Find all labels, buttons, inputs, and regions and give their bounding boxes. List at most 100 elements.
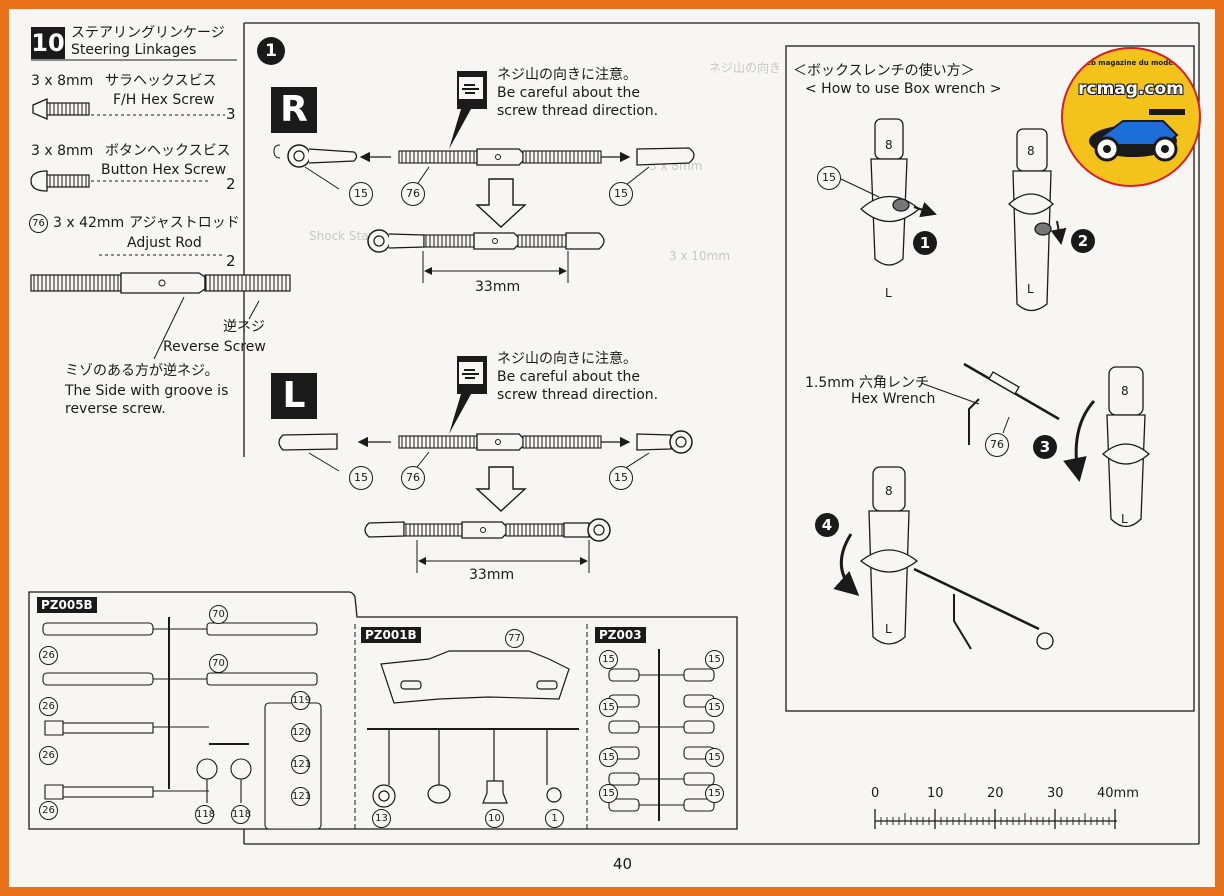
part-button-name-en: Button Hex Screw [101,162,227,178]
pz005b-num: 121 [291,755,311,774]
l-caution-jp: ネジ山の向きに注意。 [497,351,637,367]
part-rod-name-jp: アジャストロッド [129,215,240,231]
r-caution-en-2: screw thread direction. [497,103,659,119]
wrench-title-en: < How to use Box wrench > [805,81,1002,97]
wrench-mark-8-a: 8 [885,138,893,152]
pz005b-num: 118 [231,805,251,824]
part-rod-ref: 76 [29,214,48,233]
part-rod-qty: 2 [226,252,236,270]
box-wrench-step2 [1008,128,1067,312]
l-rod-ref: 76 [401,466,425,490]
substep-marker: 1 [257,37,285,65]
wrench-step-1-marker: 1 [913,231,937,255]
r-length-label: 33mm [475,279,521,295]
pz003-num: 15 [599,650,618,669]
wrench-mark-l-d: L [885,622,892,636]
pz003-num: 15 [705,748,724,767]
part-rod-name-en: Adjust Rod [127,235,202,251]
box-wrench-step4 [833,466,1054,650]
l-explode-drawing [278,430,693,573]
reverse-label-en: Reverse Screw [163,339,266,355]
wrench-mark-8-c: 8 [1121,384,1129,398]
l-part-right-ref: 15 [609,466,633,490]
wrench-part-76-ref: 76 [985,433,1009,457]
scale-tick-label: 0 [871,786,880,801]
pz005b-num: 26 [39,746,58,765]
wrench-mark-8-d: 8 [885,484,893,498]
wrench-mark-8-b: 8 [1027,144,1035,158]
pz001b-parts [367,650,579,808]
wrench-step-3-marker: 3 [1033,435,1057,459]
l-part-left-ref: 15 [349,466,373,490]
wrench-title-jp: ＜ボックスレンチの使い方＞ [793,63,975,79]
caution-callout-l [449,356,487,434]
part-button-spec: 3 x 8mm [31,143,94,159]
hex-wrench-label-en: Hex Wrench [851,391,936,407]
pz005b-num: 120 [291,723,311,742]
pz005b-num: 119 [291,691,311,710]
pz005b-num: 70 [209,605,228,624]
wrench-mark-l-b: L [1027,282,1034,296]
r-part-right-ref: 15 [609,182,633,206]
r-rod-ref: 76 [401,182,425,206]
scale-tick-label: 10 [927,786,944,801]
pz003-parts [608,649,715,821]
pz003-num: 15 [599,784,618,803]
pz001b-num: 10 [485,809,504,828]
rcmag-logo: rcmag.com Le web magazine du modélisme [1061,47,1201,187]
pz005b-num: 26 [39,646,58,665]
caution-callout-r [449,71,487,149]
part-fh-name-jp: サラヘックスビス [105,73,217,89]
l-length-label: 33mm [469,567,515,583]
r-part-left-ref: 15 [349,182,373,206]
part-fh-name-en: F/H Hex Screw [113,92,215,108]
wrench-mark-l-c: L [1121,512,1128,526]
pz003-num: 15 [599,748,618,767]
reverse-label-jp: 逆ネジ [223,319,265,335]
wrench-mark-l-a: L [885,286,892,300]
pz005b-num: 70 [209,654,228,673]
adjust-rod-drawing [30,272,291,360]
part-fh-qty: 3 [226,105,236,123]
rcmag-tagline: Le web magazine du modélisme [1068,59,1194,67]
pz003-num: 15 [599,698,618,717]
rc-car-icon [1089,109,1185,162]
l-caution-en-1: Be careful about the [497,369,640,385]
pz005b-num: 118 [195,805,215,824]
step-number-badge: 10 [31,27,65,59]
pz005b-num: 26 [39,697,58,716]
rcmag-site-text: rcmag.com [1078,79,1184,99]
button-hex-screw-drawing [30,170,209,192]
l-caution-en-2: screw thread direction. [497,387,659,403]
step-title-en: Steering Linkages [71,42,197,58]
pz003-num: 15 [705,698,724,717]
part-rod-spec: 3 x 42mm [53,215,125,231]
sprue-pz003-label: PZ003 [595,627,646,643]
pz001b-num: 13 [372,809,391,828]
l-letter-badge: L [271,373,317,419]
reverse-note-en-2: reverse screw. [65,401,166,417]
pz001b-num: 77 [505,629,524,648]
r-caution-en-1: Be careful about the [497,85,640,101]
r-caution-jp: ネジ山の向きに注意。 [497,67,637,83]
box-wrench-step1 [860,118,937,266]
scale-tick-label: 40mm [1097,786,1139,801]
reverse-note-jp: ミゾのある方が逆ネジ。 [65,363,219,379]
pz003-num: 15 [705,784,724,803]
pz005b-num: 26 [39,801,58,820]
part-button-qty: 2 [226,175,236,193]
scale-ruler [874,809,1117,829]
r-explode-drawing [273,144,695,283]
hex-wrench-step3 [963,362,1150,528]
page-number: 40 [613,855,633,873]
pz003-num: 15 [705,650,724,669]
hex-wrench-label-jp: 1.5mm 六角レンチ [805,375,929,391]
pz001b-num: 1 [545,809,564,828]
part-fh-spec: 3 x 8mm [31,73,94,89]
wrench-step-2-marker: 2 [1071,229,1095,253]
sprue-pz001b-label: PZ001B [361,627,421,643]
wrench-part-15-ref: 15 [817,166,841,190]
r-letter-badge: R [271,87,317,133]
sprue-pz005b-label: PZ005B [37,597,97,613]
fh-hex-screw-drawing [32,98,225,120]
